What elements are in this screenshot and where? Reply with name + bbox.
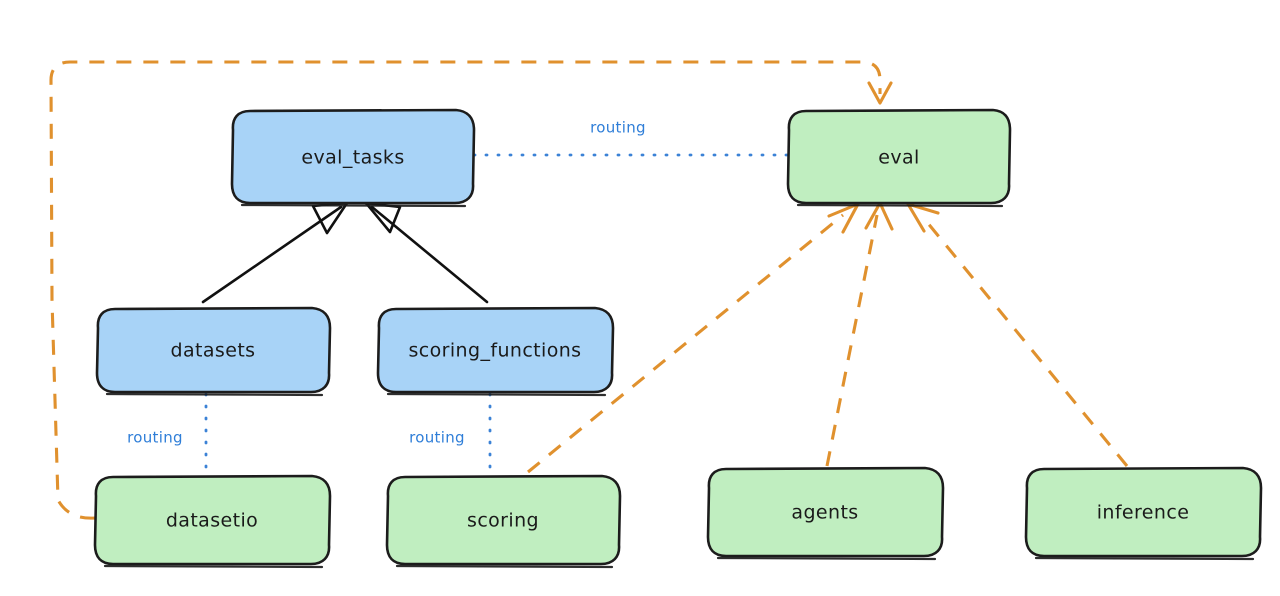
edges-layer bbox=[49, 60, 1129, 520]
edge-label-routing-scoring-functions-scoring: routing bbox=[409, 429, 465, 447]
node-label-datasetio: datasetio bbox=[166, 510, 258, 532]
node-eval-tasks[interactable]: eval_tasks bbox=[230, 108, 476, 208]
node-eval[interactable]: eval bbox=[786, 108, 1012, 208]
edge-datasets-eval-tasks bbox=[201, 201, 349, 304]
node-label-inference: inference bbox=[1097, 502, 1190, 524]
node-label-agents: agents bbox=[791, 502, 858, 524]
node-inference[interactable]: inference bbox=[1024, 466, 1263, 561]
nodes-layer: eval_tasks eval datasets scoring_functio… bbox=[93, 108, 1263, 569]
edge-labels-layer: routing routing routing bbox=[127, 119, 646, 447]
node-datasets[interactable]: datasets bbox=[95, 306, 332, 397]
node-label-scoring: scoring bbox=[467, 510, 539, 532]
node-agents[interactable]: agents bbox=[706, 466, 945, 561]
node-label-eval: eval bbox=[878, 147, 919, 169]
node-label-scoring-functions: scoring_functions bbox=[409, 340, 582, 362]
edge-label-routing-datasets-datasetio: routing bbox=[127, 429, 183, 447]
edge-scoring-functions-eval-tasks bbox=[364, 201, 489, 304]
edge-agents-eval bbox=[825, 201, 894, 467]
edge-datasetio-eval bbox=[49, 60, 893, 520]
node-datasetio[interactable]: datasetio bbox=[93, 474, 332, 569]
node-scoring-functions[interactable]: scoring_functions bbox=[376, 306, 615, 397]
edge-inference-eval bbox=[906, 202, 1129, 467]
node-scoring[interactable]: scoring bbox=[385, 474, 622, 569]
edge-label-routing-eval-tasks-eval: routing bbox=[590, 119, 646, 137]
node-label-eval-tasks: eval_tasks bbox=[301, 147, 404, 169]
node-label-datasets: datasets bbox=[171, 340, 256, 362]
